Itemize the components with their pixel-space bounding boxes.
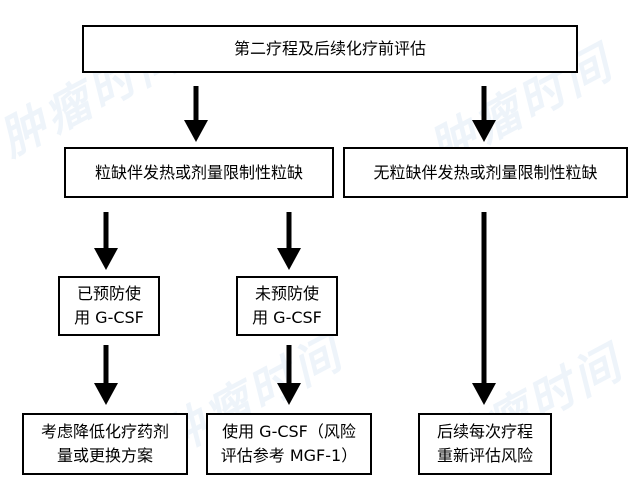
node-text-line: 后续每次疗程 [436,422,533,441]
node-febrile-neutropenia: 粒缺伴发热或剂量限制性粒缺 [64,147,334,198]
node-text-line: 用 G-CSF [74,308,144,327]
node-text-line: 量或更换方案 [56,446,153,465]
node-prophylaxis-given: 已预防使 用 G-CSF [58,276,160,336]
node-reassess-risk: 后续每次疗程 重新评估风险 [418,413,552,475]
node-text: 第二疗程及后续化疗前评估 [233,39,426,58]
node-use-gcsf: 使用 G-CSF（风险 评估参考 MGF-1） [206,413,372,475]
node-text-line: 重新评估风险 [436,446,533,465]
node-prophylaxis-not-given: 未预防使 用 G-CSF [236,276,338,336]
node-text-line: 考虑降低化疗药剂 [40,422,169,441]
node-consider-dose-reduction: 考虑降低化疗药剂 量或更换方案 [22,413,188,475]
node-text-line: 评估参考 MGF-1） [220,446,358,465]
node-text-line: 已预防使 [76,284,141,303]
node-text: 粒缺伴发热或剂量限制性粒缺 [94,162,303,182]
node-text-line: 未预防使 [254,284,319,303]
node-text-line: 使用 G-CSF（风险 [222,422,356,441]
node-text-line: 用 G-CSF [252,308,322,327]
node-no-febrile-neutropenia: 无粒缺伴发热或剂量限制性粒缺 [343,147,628,198]
node-text: 无粒缺伴发热或剂量限制性粒缺 [373,162,598,182]
node-pre-chemo-assessment: 第二疗程及后续化疗前评估 [82,25,578,73]
